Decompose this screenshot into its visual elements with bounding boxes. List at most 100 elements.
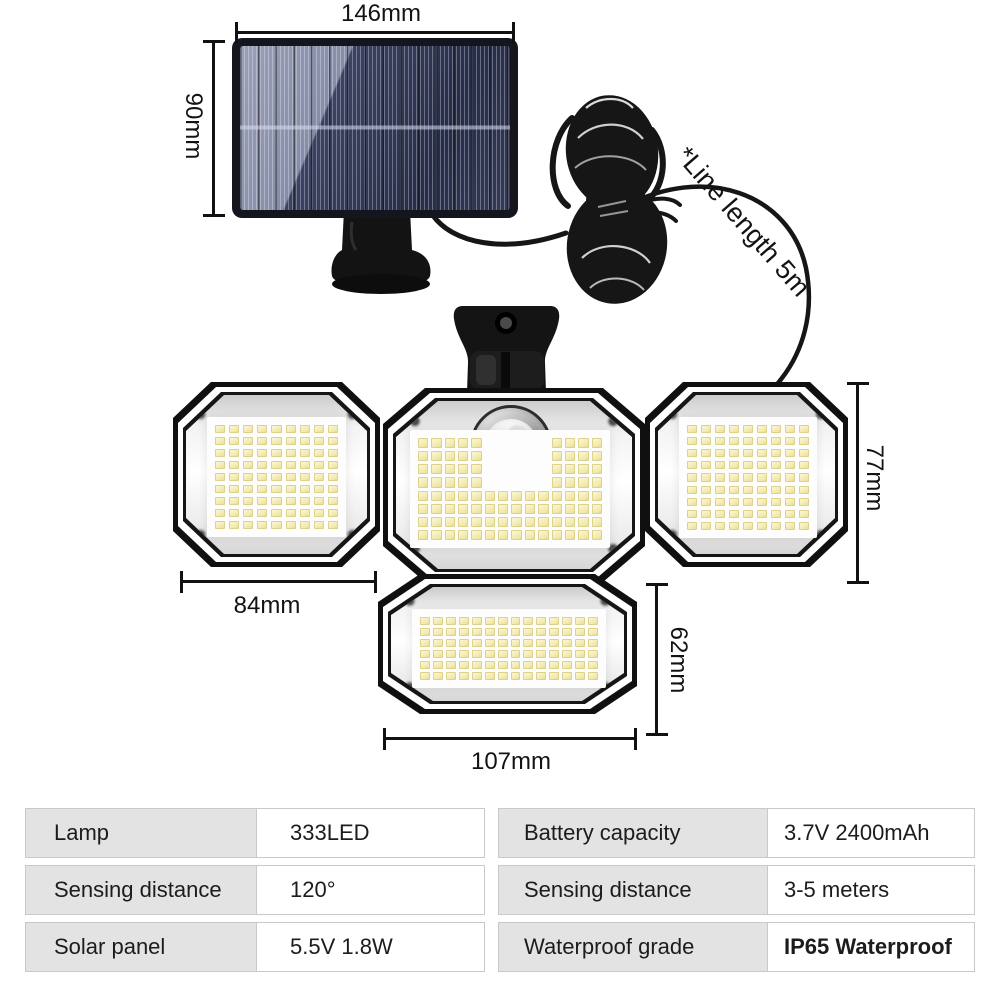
led-chip bbox=[418, 477, 428, 487]
led-chip bbox=[215, 521, 225, 529]
led-chip bbox=[729, 510, 739, 518]
led-chip bbox=[229, 509, 239, 517]
led-chip bbox=[314, 425, 324, 433]
led-chip bbox=[771, 510, 781, 518]
led-chip bbox=[215, 425, 225, 433]
led-chip bbox=[485, 491, 495, 501]
led-chip bbox=[575, 617, 585, 625]
led-chip bbox=[743, 437, 753, 445]
led-chip bbox=[729, 449, 739, 457]
led-chip bbox=[592, 438, 602, 448]
led-chip bbox=[701, 486, 711, 494]
dimension-line-bottom-head-width bbox=[383, 727, 637, 750]
led-chip bbox=[257, 485, 267, 493]
table-row: Waterproof grade IP65 Waterproof bbox=[498, 922, 975, 972]
lamp-bracket bbox=[453, 306, 560, 392]
led-chip bbox=[485, 628, 495, 636]
led-chip bbox=[701, 498, 711, 506]
led-chip bbox=[433, 661, 443, 669]
led-chip bbox=[592, 477, 602, 487]
led-chip bbox=[471, 504, 481, 514]
led-chip bbox=[328, 497, 338, 505]
led-chip bbox=[729, 437, 739, 445]
led-chip bbox=[431, 477, 441, 487]
led-chip bbox=[420, 661, 430, 669]
spec-label-cell: Sensing distance bbox=[25, 865, 257, 915]
table-row: Lamp 333LED bbox=[25, 808, 485, 858]
dimension-label-head-width: 84mm bbox=[233, 592, 301, 619]
led-chip bbox=[498, 661, 508, 669]
spec-label-cell: Lamp bbox=[25, 808, 257, 858]
led-chip bbox=[243, 425, 253, 433]
led-chip bbox=[785, 449, 795, 457]
led-chip bbox=[511, 628, 521, 636]
solar-panel bbox=[232, 38, 518, 218]
led-chip bbox=[536, 617, 546, 625]
led-chip bbox=[578, 438, 588, 448]
led-chip bbox=[286, 485, 296, 493]
led-chip bbox=[757, 486, 767, 494]
led-chip bbox=[271, 509, 281, 517]
led-chip bbox=[578, 530, 588, 540]
led-chip bbox=[565, 530, 575, 540]
led-chip bbox=[314, 449, 324, 457]
spec-label-cell: Sensing distance bbox=[498, 865, 768, 915]
led-chip bbox=[562, 661, 572, 669]
led-chip bbox=[578, 491, 588, 501]
led-chip bbox=[420, 672, 430, 680]
led-chip bbox=[472, 617, 482, 625]
led-chip bbox=[328, 437, 338, 445]
led-head-right bbox=[645, 382, 848, 567]
led-chip bbox=[433, 617, 443, 625]
led-chip bbox=[578, 477, 588, 487]
led-chip bbox=[445, 530, 455, 540]
led-chip bbox=[511, 650, 521, 658]
dimension-label-panel-height: 90mm bbox=[180, 92, 207, 160]
led-chip bbox=[271, 521, 281, 529]
led-chip bbox=[314, 473, 324, 481]
led-chip bbox=[215, 485, 225, 493]
led-chip bbox=[446, 661, 456, 669]
led-chip bbox=[525, 504, 535, 514]
led-chip bbox=[578, 504, 588, 514]
led-chip bbox=[575, 672, 585, 680]
led-chip bbox=[536, 650, 546, 658]
led-chip bbox=[498, 672, 508, 680]
led-chip bbox=[286, 521, 296, 529]
led-chip bbox=[575, 661, 585, 669]
led-chip bbox=[433, 672, 443, 680]
led-chip bbox=[286, 509, 296, 517]
led-chip bbox=[445, 464, 455, 474]
led-chip bbox=[701, 510, 711, 518]
led-chip bbox=[592, 491, 602, 501]
led-chip bbox=[243, 485, 253, 493]
led-chip bbox=[458, 464, 468, 474]
led-chip bbox=[458, 451, 468, 461]
led-chip bbox=[757, 473, 767, 481]
led-chip bbox=[215, 473, 225, 481]
cable-coil bbox=[549, 95, 682, 304]
table-row: Solar panel 5.5V 1.8W bbox=[25, 922, 485, 972]
led-chip bbox=[286, 437, 296, 445]
led-chip bbox=[715, 437, 725, 445]
led-chip bbox=[257, 521, 267, 529]
led-chip bbox=[328, 509, 338, 517]
led-chip bbox=[715, 486, 725, 494]
led-chip bbox=[565, 517, 575, 527]
led-chip bbox=[785, 461, 795, 469]
led-chip bbox=[431, 530, 441, 540]
led-chip bbox=[799, 522, 809, 530]
led-chip bbox=[523, 650, 533, 658]
led-chip bbox=[525, 517, 535, 527]
right-led-head-led-panel bbox=[679, 417, 817, 538]
led-chip bbox=[471, 491, 481, 501]
led-chip bbox=[498, 628, 508, 636]
led-chip bbox=[498, 639, 508, 647]
led-chip bbox=[328, 461, 338, 469]
led-chip bbox=[459, 672, 469, 680]
led-chip bbox=[445, 477, 455, 487]
led-chip bbox=[271, 473, 281, 481]
led-chip bbox=[472, 639, 482, 647]
led-chip bbox=[433, 650, 443, 658]
